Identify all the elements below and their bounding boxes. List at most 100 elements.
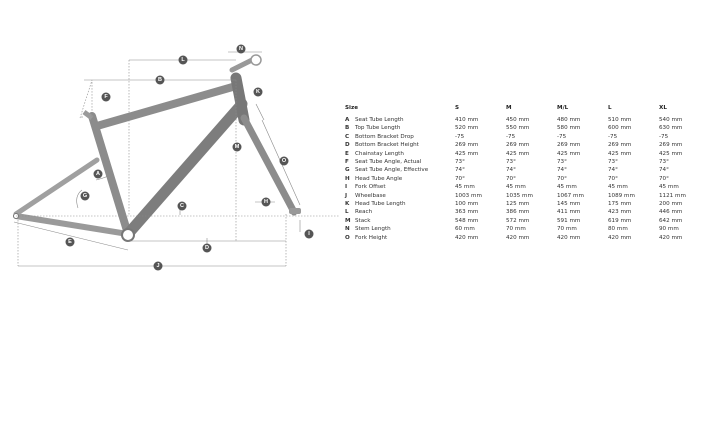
row-value: 425 mm: [557, 150, 581, 157]
label-I: I: [304, 229, 314, 239]
row-value: 420 mm: [608, 234, 632, 241]
svg-text:C: C: [180, 203, 184, 209]
row-value: 45 mm: [506, 184, 526, 191]
row-value: 73°: [608, 159, 618, 166]
row-value: 269 mm: [608, 142, 632, 149]
row-label: Stem Length: [355, 226, 391, 233]
row-value: 73°: [506, 159, 516, 166]
row-value: 1067 mm: [557, 192, 584, 199]
row-value: -75: [608, 133, 618, 140]
row-value: 74°: [608, 167, 618, 174]
label-C: C: [177, 201, 187, 211]
row-value: 591 mm: [557, 217, 581, 224]
svg-text:B: B: [158, 77, 162, 83]
svg-text:M: M: [235, 144, 240, 150]
row-value: 410 mm: [455, 117, 479, 123]
row-label: Head Tube Angle: [355, 175, 403, 182]
row-value: 1089 mm: [608, 192, 635, 199]
table-header-row: Size S M M/L L XL: [345, 104, 710, 116]
row-value: -75: [506, 133, 516, 140]
row-code: F: [345, 159, 349, 166]
svg-text:L: L: [181, 57, 185, 63]
svg-text:E: E: [68, 239, 72, 245]
row-label: Fork Offset: [355, 184, 386, 191]
row-value: -75: [557, 133, 567, 140]
size-column-header: L: [608, 105, 612, 111]
row-value: 480 mm: [557, 117, 581, 123]
row-value: 74°: [455, 167, 465, 174]
svg-text:K: K: [256, 89, 260, 95]
row-value: 386 mm: [506, 209, 530, 216]
row-value: 580 mm: [557, 125, 581, 132]
label-O: O: [279, 156, 289, 166]
row-value: 572 mm: [506, 217, 530, 224]
row-value: -75: [659, 133, 669, 140]
row-value: 70°: [455, 175, 465, 182]
row-code: B: [345, 125, 350, 132]
row-code: M: [345, 217, 351, 224]
row-code: I: [345, 184, 348, 191]
row-value: 619 mm: [608, 217, 632, 224]
label-A: A: [93, 169, 103, 179]
row-value: 70 mm: [506, 226, 526, 233]
row-label: Head Tube Length: [355, 201, 406, 208]
row-value: -75: [455, 133, 465, 140]
label-H: H: [261, 197, 271, 207]
row-code: K: [345, 201, 350, 208]
label-L: L: [178, 55, 188, 65]
row-value: 73°: [557, 159, 567, 166]
row-code: O: [345, 234, 350, 241]
size-column-header: XL: [659, 105, 667, 111]
row-value: 74°: [506, 167, 516, 174]
row-value: 630 mm: [659, 125, 683, 132]
svg-text:I: I: [308, 231, 310, 237]
svg-text:J: J: [156, 263, 159, 269]
row-value: 70 mm: [557, 226, 577, 233]
row-value: 548 mm: [455, 217, 479, 224]
row-value: 600 mm: [608, 125, 632, 132]
row-value: 269 mm: [455, 142, 479, 149]
label-J: J: [153, 261, 163, 271]
row-value: 73°: [659, 159, 669, 166]
row-code: G: [345, 167, 350, 174]
row-code: J: [345, 192, 348, 199]
bike-geometry-diagram: A B C D E F G H I J K L M N O: [13, 44, 340, 271]
row-code: C: [345, 133, 350, 140]
label-D: D: [202, 243, 212, 253]
frame: [13, 54, 301, 242]
row-value: 425 mm: [608, 150, 632, 157]
svg-text:F: F: [104, 94, 108, 100]
label-B: B: [155, 75, 165, 85]
row-value: 425 mm: [455, 150, 479, 157]
dimension-lines: [13, 51, 340, 267]
row-label: Seat Tube Length: [355, 117, 404, 123]
row-label: Reach: [355, 209, 373, 216]
row-value: 420 mm: [455, 234, 479, 241]
row-value: 45 mm: [608, 184, 628, 191]
row-code: D: [345, 142, 350, 149]
row-value: 100 mm: [455, 201, 479, 208]
row-value: 1121 mm: [659, 192, 686, 199]
svg-text:N: N: [239, 46, 243, 52]
svg-text:G: G: [83, 193, 87, 199]
row-value: 420 mm: [557, 234, 581, 241]
row-value: 520 mm: [455, 125, 479, 132]
dimension-labels: A B C D E F G H I J K L M N O: [65, 44, 314, 271]
row-value: 1003 mm: [455, 192, 482, 199]
row-label: Chainstay Length: [355, 150, 404, 157]
row-value: 145 mm: [557, 201, 581, 208]
row-value: 642 mm: [659, 217, 683, 224]
row-value: 420 mm: [659, 234, 683, 241]
row-value: 425 mm: [506, 150, 530, 157]
label-F: F: [101, 92, 111, 102]
